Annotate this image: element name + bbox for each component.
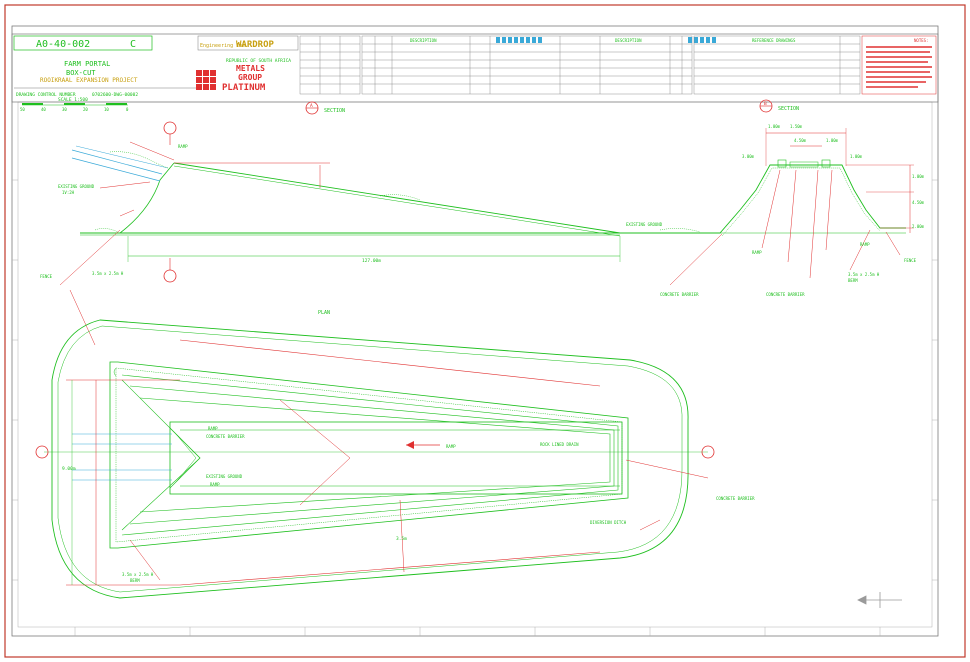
reference-table-header: REFERENCE DRAWINGS bbox=[752, 38, 796, 43]
concrete-barrier-label-b2: CONCRETE BARRIER bbox=[660, 292, 699, 297]
control-number-label: DRAWING CONTROL NUMBER bbox=[16, 92, 76, 98]
plan-diversion-label: DIVERSION DITCH bbox=[590, 520, 627, 525]
plan-width-right: 3.5m bbox=[396, 536, 407, 542]
project-title-2: FARM PORTAL bbox=[64, 60, 110, 68]
section-a-marker: A bbox=[305, 101, 319, 115]
sec-b-dim-8: 2.00m bbox=[912, 224, 925, 229]
scale-tick-0: 0 bbox=[126, 107, 129, 112]
company-name-3: METALS bbox=[236, 64, 265, 73]
plan-berm-spec: 3.5m x 2.5m H bbox=[122, 572, 154, 577]
plan-arrow-label: RAMP bbox=[446, 444, 456, 449]
plan-ground-label: EXISTING GROUND bbox=[206, 474, 243, 479]
sec-b-dim-7: 4.50m bbox=[912, 200, 925, 205]
plan-ramp-label-2: RAMP bbox=[210, 482, 220, 487]
ground-label-a2: EXISTING GROUND bbox=[626, 222, 663, 227]
pgm-logo-icon bbox=[196, 70, 216, 90]
berm-spec-label-b: 3.5m x 2.5m H bbox=[848, 272, 880, 277]
ramp-label-b2: RAMP bbox=[860, 242, 870, 247]
sec-b-dim-4: 3.00m bbox=[742, 154, 755, 159]
sec-b-dim-3: 1.00m bbox=[826, 138, 839, 143]
section-b-marker: B bbox=[759, 99, 773, 113]
consultant-subtitle: Engineering Inc. bbox=[200, 43, 248, 49]
section-b-drawing bbox=[669, 128, 914, 286]
plan-drain-label: ROCK LINED DRAIN bbox=[540, 442, 579, 447]
ramp-label-b: RAMP bbox=[752, 250, 762, 255]
sheet-border bbox=[4, 4, 966, 658]
sec-b-dim-6: 1.00m bbox=[912, 174, 925, 179]
notes-box bbox=[861, 35, 937, 95]
revision-table-header: DESCRIPTION bbox=[410, 38, 437, 43]
notes-title: NOTES: bbox=[914, 38, 928, 43]
dwg-rev: C bbox=[130, 39, 136, 50]
svg-text:B: B bbox=[764, 101, 767, 107]
plan-ramp-label: RAMP bbox=[208, 426, 218, 431]
slope-label-a: 1V:2H bbox=[62, 190, 75, 195]
revision-table bbox=[361, 35, 693, 95]
dwg-number: A0-40-002 bbox=[36, 39, 90, 50]
concrete-barrier-label-b: CONCRETE BARRIER bbox=[766, 292, 805, 297]
title-block: A0-40-002 C ROOIKRAAL EXPANSION PROJECT … bbox=[11, 33, 939, 112]
revision-table-header-2: DESCRIPTION bbox=[615, 38, 642, 43]
section-b-title: SECTION bbox=[778, 106, 799, 112]
control-number: 0702600-DWG-00002 bbox=[92, 92, 138, 98]
consultant-logo: WARDROP bbox=[236, 40, 275, 50]
north-arrow-icon bbox=[857, 592, 902, 608]
notes-lines bbox=[866, 46, 932, 88]
section-a-drawing bbox=[59, 121, 710, 346]
section-a-title: SECTION bbox=[324, 108, 345, 114]
project-title-1: ROOIKRAAL EXPANSION PROJECT bbox=[40, 77, 138, 84]
dim-length-label: 127.00m bbox=[362, 258, 381, 264]
grid-ticks bbox=[12, 179, 938, 636]
drawing-frame bbox=[11, 25, 939, 637]
plan-berm-label: BERM bbox=[130, 578, 140, 583]
fence-label-b: FENCE bbox=[904, 258, 917, 263]
plan-width-label: 9.00m bbox=[62, 466, 76, 472]
scale-bar bbox=[22, 103, 128, 106]
scale-label: SCALE 1:500 bbox=[58, 97, 88, 103]
company-name-2: GROUP bbox=[238, 73, 262, 82]
berm-spec-label: 3.5m x 2.5m H bbox=[92, 271, 124, 276]
ramp-label-a: RAMP bbox=[178, 144, 188, 149]
plan-concrete-barrier: CONCRETE BARRIER bbox=[206, 434, 245, 439]
company-name-1: PLATINUM bbox=[222, 83, 266, 93]
svg-text:A: A bbox=[310, 103, 313, 109]
berm-label-b: BERM bbox=[848, 278, 858, 283]
ground-label-a: EXISTING GROUND bbox=[58, 184, 95, 189]
plan-title: PLAN bbox=[318, 310, 330, 316]
sec-b-dim-2: 4.50m bbox=[794, 138, 807, 143]
scale-tick-4: 40 bbox=[41, 107, 46, 112]
scale-tick-5: 50 bbox=[20, 107, 25, 112]
sec-b-dim-1: 1.00m bbox=[768, 124, 781, 129]
approval-table bbox=[299, 35, 361, 95]
fence-label-a: FENCE bbox=[40, 274, 53, 279]
dwg-number-box bbox=[13, 35, 153, 51]
reference-table bbox=[693, 35, 861, 95]
scale-tick-2: 20 bbox=[83, 107, 88, 112]
client-name: REPUBLIC OF SOUTH AFRICA bbox=[226, 58, 291, 64]
sec-b-dim-5: 1.00m bbox=[850, 154, 863, 159]
plan-drawing bbox=[35, 319, 715, 599]
scale-tick-3: 30 bbox=[62, 107, 67, 112]
sec-b-dim-9: 1.50m bbox=[790, 124, 803, 129]
revision-stamp-blocks bbox=[496, 37, 716, 43]
plan-concrete-barrier-right: CONCRETE BARRIER bbox=[716, 496, 755, 501]
scale-tick-1: 10 bbox=[104, 107, 109, 112]
project-title-3: BOX-CUT bbox=[66, 69, 96, 77]
